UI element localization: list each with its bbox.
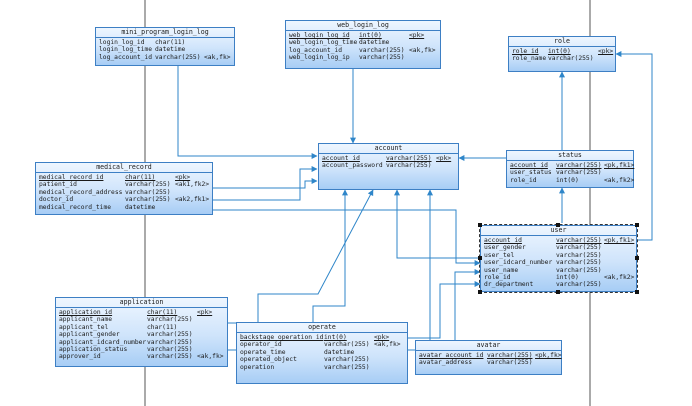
link-medical-record-to-user — [213, 209, 481, 266]
selection-handle[interactable] — [635, 256, 639, 260]
link-user-to-role — [615, 51, 653, 241]
selection-handle[interactable] — [478, 223, 482, 227]
entity-title: status — [507, 151, 633, 161]
selection-handle[interactable] — [478, 256, 482, 260]
link-medical-record-doctor-to-account — [213, 166, 318, 201]
entity-title: application — [56, 298, 227, 308]
entity-title: operate — [237, 323, 407, 333]
selection-handle[interactable] — [635, 223, 639, 227]
selection-handle[interactable] — [635, 290, 639, 294]
selection-handle[interactable] — [556, 223, 560, 227]
link-medical-record-patient-to-account — [213, 178, 318, 189]
selection-handle[interactable] — [478, 290, 482, 294]
entity-title: web_login_log — [286, 21, 440, 31]
link-mini-program-login-log-to-account — [177, 66, 318, 159]
entity-title: role — [509, 37, 615, 47]
link-user-to-account — [394, 189, 480, 259]
entity-title: account — [319, 144, 458, 154]
link-operate-to-account — [312, 189, 348, 322]
entity-title: user — [481, 226, 636, 236]
link-operate-to-user — [408, 281, 481, 339]
entity-title: medical_record — [36, 163, 212, 173]
entity-title: mini_program_login_log — [96, 28, 234, 38]
entity-title: avatar — [416, 341, 561, 351]
selection-handle[interactable] — [556, 290, 560, 294]
